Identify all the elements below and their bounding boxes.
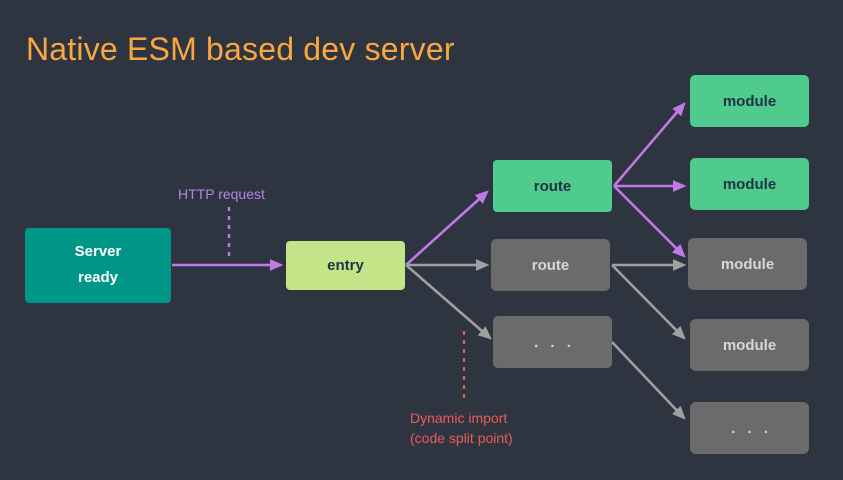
- edge-route-to-module-3: [613, 185, 686, 258]
- node-route-inactive[interactable]: route: [491, 239, 610, 291]
- node-module-1-label: module: [723, 93, 776, 110]
- dynamic-import-annotation-line1: Dynamic import: [410, 410, 507, 426]
- edge-entry-to-route-active: [405, 190, 489, 266]
- node-module-4-label: module: [723, 337, 776, 354]
- page-title: Native ESM based dev server: [26, 31, 455, 67]
- node-module-2-label: module: [723, 176, 776, 193]
- node-entry-label: entry: [327, 257, 364, 274]
- node-route-active[interactable]: route: [493, 160, 612, 212]
- node-entry[interactable]: entry: [286, 241, 405, 290]
- node-server-ready[interactable]: Server ready: [25, 228, 171, 303]
- node-module-3[interactable]: module: [688, 238, 807, 290]
- node-module-more-label: . . .: [731, 420, 772, 437]
- node-module-2[interactable]: module: [690, 158, 809, 210]
- node-route-active-label: route: [534, 178, 572, 195]
- edge-route-to-module-1: [613, 102, 686, 187]
- node-module-1[interactable]: module: [690, 75, 809, 127]
- edge-entry-to-route-more: [405, 264, 492, 340]
- edge-route-more-to-module-more: [611, 341, 686, 420]
- node-server-ready-label-line1: Server: [75, 243, 122, 260]
- edge-route-inactive-to-module-4: [611, 264, 686, 340]
- node-module-more[interactable]: . . .: [690, 402, 809, 454]
- node-route-more-label: . . .: [534, 334, 575, 351]
- dynamic-import-annotation-line2: (code split point): [410, 430, 513, 446]
- http-request-annotation: HTTP request: [178, 186, 265, 202]
- node-server-ready-label-line2: ready: [78, 269, 119, 286]
- node-module-4[interactable]: module: [690, 319, 809, 371]
- node-module-3-label: module: [721, 256, 774, 273]
- node-route-inactive-label: route: [532, 257, 570, 274]
- node-route-more[interactable]: . . .: [493, 316, 612, 368]
